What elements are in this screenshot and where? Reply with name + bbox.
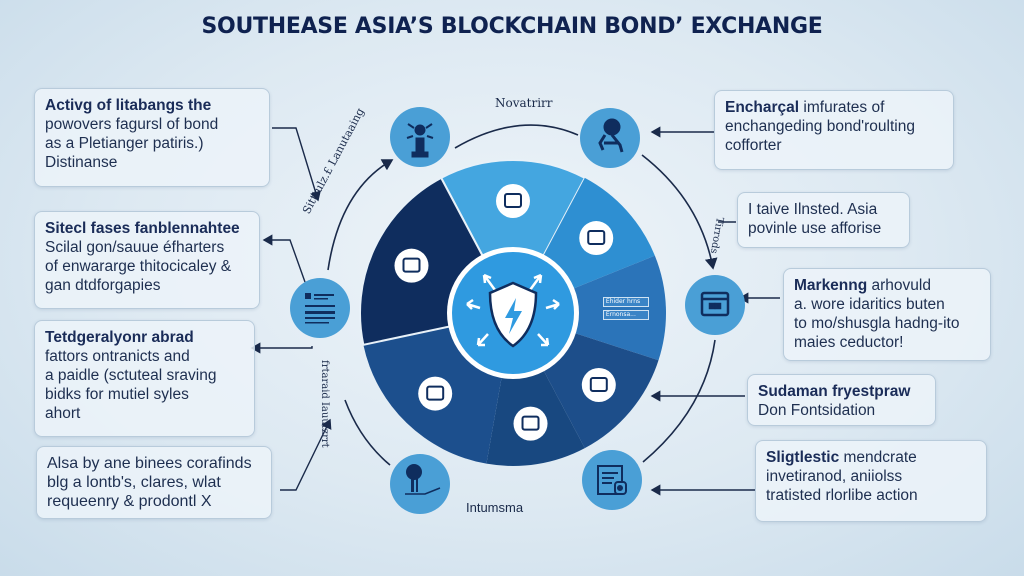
- printer-desk-icon-glyph: [426, 385, 445, 401]
- network-nodes-icon: [513, 406, 548, 441]
- card-line: Scilal gon/sauue éfharters: [45, 239, 225, 256]
- curve-label-top: Novatrirr: [495, 96, 553, 110]
- camera-device-icon-glyph: [402, 257, 421, 273]
- connector-left-1: [272, 127, 321, 202]
- network-nodes-icon-glyph: [521, 415, 540, 431]
- form-field-label: Ernonsa...: [602, 310, 649, 321]
- orbit-arc-upper-right: [641, 154, 718, 270]
- card-heading: Markenng: [794, 277, 868, 294]
- info-card-right-1: Encharçal imfurates of enchangeding bond…: [714, 90, 954, 170]
- camera-device-icon: [394, 248, 429, 283]
- printer-desk-icon: [418, 376, 453, 411]
- page-title: SOUTHEASE ASIA’S BLOCKCHAIN BOND’ EXCHAN…: [201, 14, 823, 39]
- card-line: a. wore idaritics buten: [794, 296, 945, 313]
- card-heading: Sitecl fases fanblennahtee: [45, 220, 240, 237]
- card-heading: Encharçal: [725, 99, 800, 116]
- card-line: enchangeding bond'roulting: [725, 118, 915, 135]
- tree-landscape-icon: [405, 464, 441, 495]
- card-heading: Tetdgeralyonr abrad: [45, 329, 194, 346]
- card-line: to mo/shusgla hadng-ito: [794, 315, 960, 332]
- card-heading-rest: arhovuld: [867, 277, 931, 294]
- shield-lightning-icon: [488, 281, 538, 348]
- connector-left-3: [250, 342, 313, 354]
- calendar-grid-icon: [579, 221, 614, 256]
- info-card-left-4: Alsa by ane binees corafinds blg a lontb…: [36, 446, 272, 519]
- card-heading-rest: mendcrate: [839, 449, 917, 466]
- node-trophy[interactable]: [390, 107, 450, 167]
- card-heading: Sligtlestic: [766, 449, 840, 466]
- wheel-segment[interactable]: [513, 255, 667, 361]
- card-line: ahort: [45, 405, 81, 422]
- trophy-bolt-icon: [406, 123, 434, 158]
- card-line: I taive Ilnsted. Asia: [748, 201, 878, 218]
- calendar-grid-icon-glyph: [587, 230, 606, 246]
- connector-left-2: [262, 234, 306, 283]
- certificate-lock-icon: [597, 465, 627, 495]
- card-line: tratisted rlorlibe action: [766, 487, 918, 504]
- card-line: povinle use afforise: [748, 220, 882, 237]
- flag-boat-icon-glyph: [504, 193, 522, 208]
- orbit-arc-lower-right: [642, 339, 716, 463]
- info-card-left-1: Activg of litabangs the powovers fagursl…: [34, 88, 270, 187]
- info-card-right-5: Sligtlestic mendcrate invetiranod, aniio…: [755, 440, 987, 522]
- orbit-arc-top: [454, 124, 579, 149]
- card-line: gan dtdforgapies: [45, 277, 161, 294]
- card-line: Don Fontsidation: [758, 402, 876, 419]
- card-line: a paidle (sctuteal sraving: [45, 367, 217, 384]
- node-tree[interactable]: [390, 454, 450, 514]
- wheel-segment[interactable]: [439, 159, 587, 316]
- card-line: blg a lontb's, clares, wlat: [47, 474, 221, 491]
- robot-hand-icon: [598, 118, 624, 153]
- form-field-label: Ehider hrns: [602, 297, 649, 308]
- flag-boat-icon: [496, 184, 530, 218]
- card-line: invetiranod, aniiolss: [766, 468, 903, 485]
- curve-label-bottom: Intumsma: [466, 500, 524, 515]
- radiating-arrows-icon: [466, 273, 560, 347]
- monitor-icon: [581, 367, 616, 402]
- node-browser[interactable]: [685, 275, 745, 335]
- card-heading: Activg of litabangs the: [45, 97, 212, 114]
- info-card-left-2: Sitecl fases fanblennahtee Scilal gon/sa…: [34, 211, 260, 309]
- card-line: requeenry & prodontl X: [47, 493, 212, 510]
- connector-left-4: [280, 418, 332, 491]
- node-document-left[interactable]: [290, 278, 350, 338]
- info-card-right-4: Sudaman fryestpraw Don Fontsidation: [747, 374, 936, 426]
- card-line: powovers fagursl of bond: [45, 116, 219, 133]
- card-line: cofforter: [725, 137, 782, 154]
- info-card-right-2: I taive Ilnsted. Asia povinle use affori…: [737, 192, 910, 248]
- card-heading-rest: imfurates of: [799, 99, 885, 116]
- card-line: Distinanse: [45, 154, 118, 171]
- document-lines-icon: [305, 293, 335, 324]
- orbit-arc-upper-left: [327, 159, 394, 271]
- card-heading: Sudaman fryestpraw: [758, 383, 911, 400]
- orbit-arc-lower-left: [344, 399, 391, 466]
- node-certificate[interactable]: [582, 450, 642, 510]
- card-line: Alsa by ane binees corafinds: [47, 455, 252, 472]
- info-card-right-3: Markenng arhovuld a. wore idaritics bute…: [783, 268, 991, 361]
- card-line: as a Pletianger patiris.): [45, 135, 204, 152]
- node-robot-hand[interactable]: [580, 108, 640, 168]
- monitor-icon-glyph: [589, 376, 608, 392]
- card-line: maies ceductor!: [794, 334, 904, 351]
- curve-label-lower-left: frtaraid Iauutzrrt: [319, 360, 330, 448]
- card-line: fattors ontranicts and: [45, 348, 190, 365]
- info-card-left-3: Tetdgeralyonr abrad fattors ontranicts a…: [34, 320, 255, 437]
- browser-window-icon: [700, 291, 730, 317]
- card-line: bidks for mutiel syles: [45, 386, 189, 403]
- card-line: of enwararge thitocicaley &: [45, 258, 232, 275]
